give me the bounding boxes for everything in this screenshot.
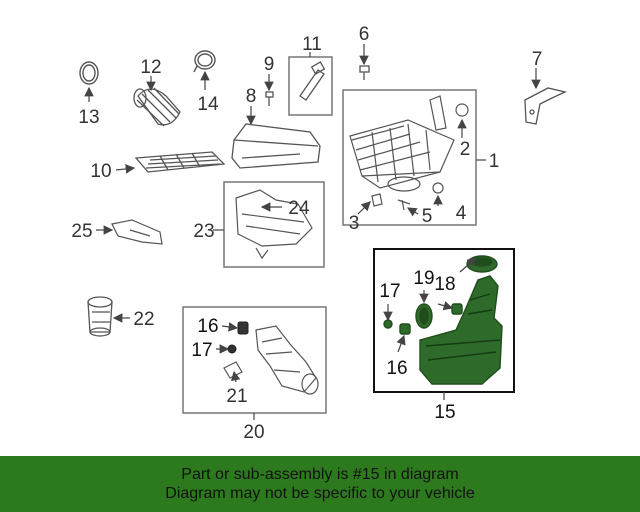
duct-23-drawing bbox=[235, 189, 313, 260]
callout-23[interactable]: 23 bbox=[193, 221, 214, 242]
grommet-16a-drawing bbox=[237, 321, 249, 335]
callout-13[interactable]: 13 bbox=[78, 107, 99, 128]
callout-19[interactable]: 19 bbox=[413, 268, 434, 289]
callout-14[interactable]: 14 bbox=[197, 94, 219, 115]
callout-17-left[interactable]: 17 bbox=[191, 340, 212, 361]
box-part-11 bbox=[288, 56, 333, 116]
leader-lines bbox=[84, 44, 541, 420]
callout-21[interactable]: 21 bbox=[226, 386, 247, 407]
callout-16-left[interactable]: 16 bbox=[197, 316, 218, 337]
parts-diagram: 13 12 14 9 11 6 7 8 10 1 2 3 4 5 24 23 2… bbox=[71, 24, 567, 443]
clamp-14-drawing bbox=[193, 50, 216, 73]
callout-22[interactable]: 22 bbox=[133, 309, 154, 330]
box-part-23 bbox=[223, 181, 325, 268]
banner-line-1: Part or sub-assembly is #15 in diagram bbox=[181, 466, 459, 483]
air-cleaner-case-15-drawing[interactable] bbox=[383, 255, 503, 385]
info-banner: Part or sub-assembly is #15 in diagram D… bbox=[0, 456, 640, 512]
callout-17-right[interactable]: 17 bbox=[379, 281, 400, 302]
callout-12[interactable]: 12 bbox=[140, 57, 161, 78]
callout-11[interactable]: 11 bbox=[302, 34, 322, 55]
callout-20[interactable]: 20 bbox=[243, 422, 264, 443]
callout-9[interactable]: 9 bbox=[264, 54, 275, 75]
callout-24[interactable]: 24 bbox=[288, 198, 310, 219]
callout-3[interactable]: 3 bbox=[349, 213, 360, 234]
duct-20-drawing bbox=[223, 325, 319, 395]
cover-8-drawing bbox=[231, 123, 321, 169]
callout-18[interactable]: 18 bbox=[434, 274, 455, 295]
box-air-cleaner-assembly bbox=[342, 89, 477, 226]
callout-4[interactable]: 4 bbox=[456, 203, 467, 224]
callout-1[interactable]: 1 bbox=[489, 151, 500, 172]
resonator-22-drawing bbox=[87, 296, 113, 337]
clip-17a-drawing bbox=[227, 344, 237, 354]
bolt-6-drawing bbox=[359, 65, 370, 80]
sensor-11-drawing bbox=[299, 61, 326, 101]
banner-line-2: Diagram may not be specific to your vehi… bbox=[165, 485, 475, 502]
intake-hose-12-drawing bbox=[133, 87, 181, 127]
clamp-13-drawing bbox=[79, 61, 99, 85]
bolt-9-drawing bbox=[265, 91, 274, 106]
callout-2[interactable]: 2 bbox=[460, 139, 471, 160]
air-cleaner-1-drawing bbox=[349, 95, 469, 211]
callout-6[interactable]: 6 bbox=[359, 24, 370, 45]
bracket-7-drawing bbox=[524, 87, 567, 125]
callout-15[interactable]: 15 bbox=[434, 402, 455, 423]
callout-10[interactable]: 10 bbox=[90, 161, 111, 182]
part-25-drawing bbox=[111, 219, 163, 245]
callout-7[interactable]: 7 bbox=[532, 49, 543, 70]
callout-16-right[interactable]: 16 bbox=[386, 358, 407, 379]
filter-10-drawing bbox=[134, 151, 226, 173]
callout-25[interactable]: 25 bbox=[71, 221, 92, 242]
callout-8[interactable]: 8 bbox=[246, 86, 257, 107]
callout-5[interactable]: 5 bbox=[422, 206, 433, 227]
